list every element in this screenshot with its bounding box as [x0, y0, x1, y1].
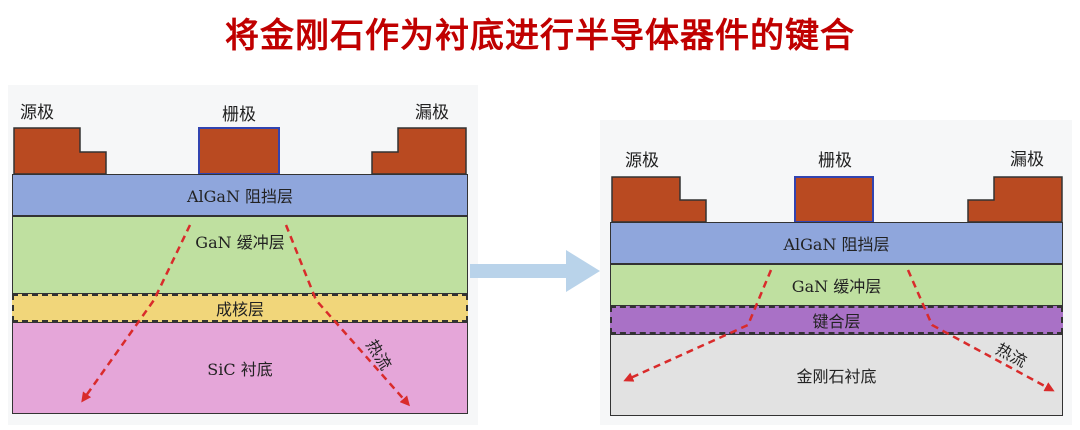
left-nucleation-label: 成核层 — [215, 300, 264, 319]
right-drain-label: 漏极 — [1010, 150, 1044, 170]
right-gan-buffer-layer: GaN 缓冲层 — [610, 264, 1063, 306]
left-drain-label: 漏极 — [415, 103, 449, 123]
right-gan-buffer-label: GaN 缓冲层 — [791, 277, 882, 296]
right-diamond-substrate-layer: 金刚石衬底 — [610, 334, 1063, 416]
transition-arrow-head — [566, 250, 600, 292]
right-algan-barrier-label: AlGaN 阻挡层 — [783, 235, 890, 254]
left-gan-buffer-label: GaN 缓冲层 — [195, 233, 285, 252]
left-gate-label: 栅极 — [222, 105, 256, 125]
right-algan-barrier-layer: AlGaN 阻挡层 — [610, 222, 1063, 264]
left-sic-substrate-layer: SiC 衬底 — [12, 322, 468, 414]
left-algan-barrier-layer: AlGaN 阻挡层 — [12, 174, 468, 216]
right-bonding-layer: 键合层 — [610, 306, 1063, 334]
right-gate-label: 栅极 — [818, 151, 852, 171]
left-sic-substrate-label: SiC 衬底 — [207, 360, 273, 379]
left-algan-barrier-label: AlGaN 阻挡层 — [186, 187, 294, 206]
transition-arrow-shaft — [470, 264, 568, 278]
left-source-label: 源极 — [20, 103, 54, 123]
right-diamond-substrate-label: 金刚石衬底 — [796, 367, 877, 386]
left-nucleation-layer: 成核层 — [12, 294, 468, 322]
left-gan-buffer-layer: GaN 缓冲层 — [12, 216, 468, 294]
right-source-label: 源极 — [625, 151, 659, 171]
page-title: 将金刚石作为衬底进行半导体器件的键合 — [225, 16, 855, 56]
right-bonding-label: 键合层 — [812, 312, 861, 331]
